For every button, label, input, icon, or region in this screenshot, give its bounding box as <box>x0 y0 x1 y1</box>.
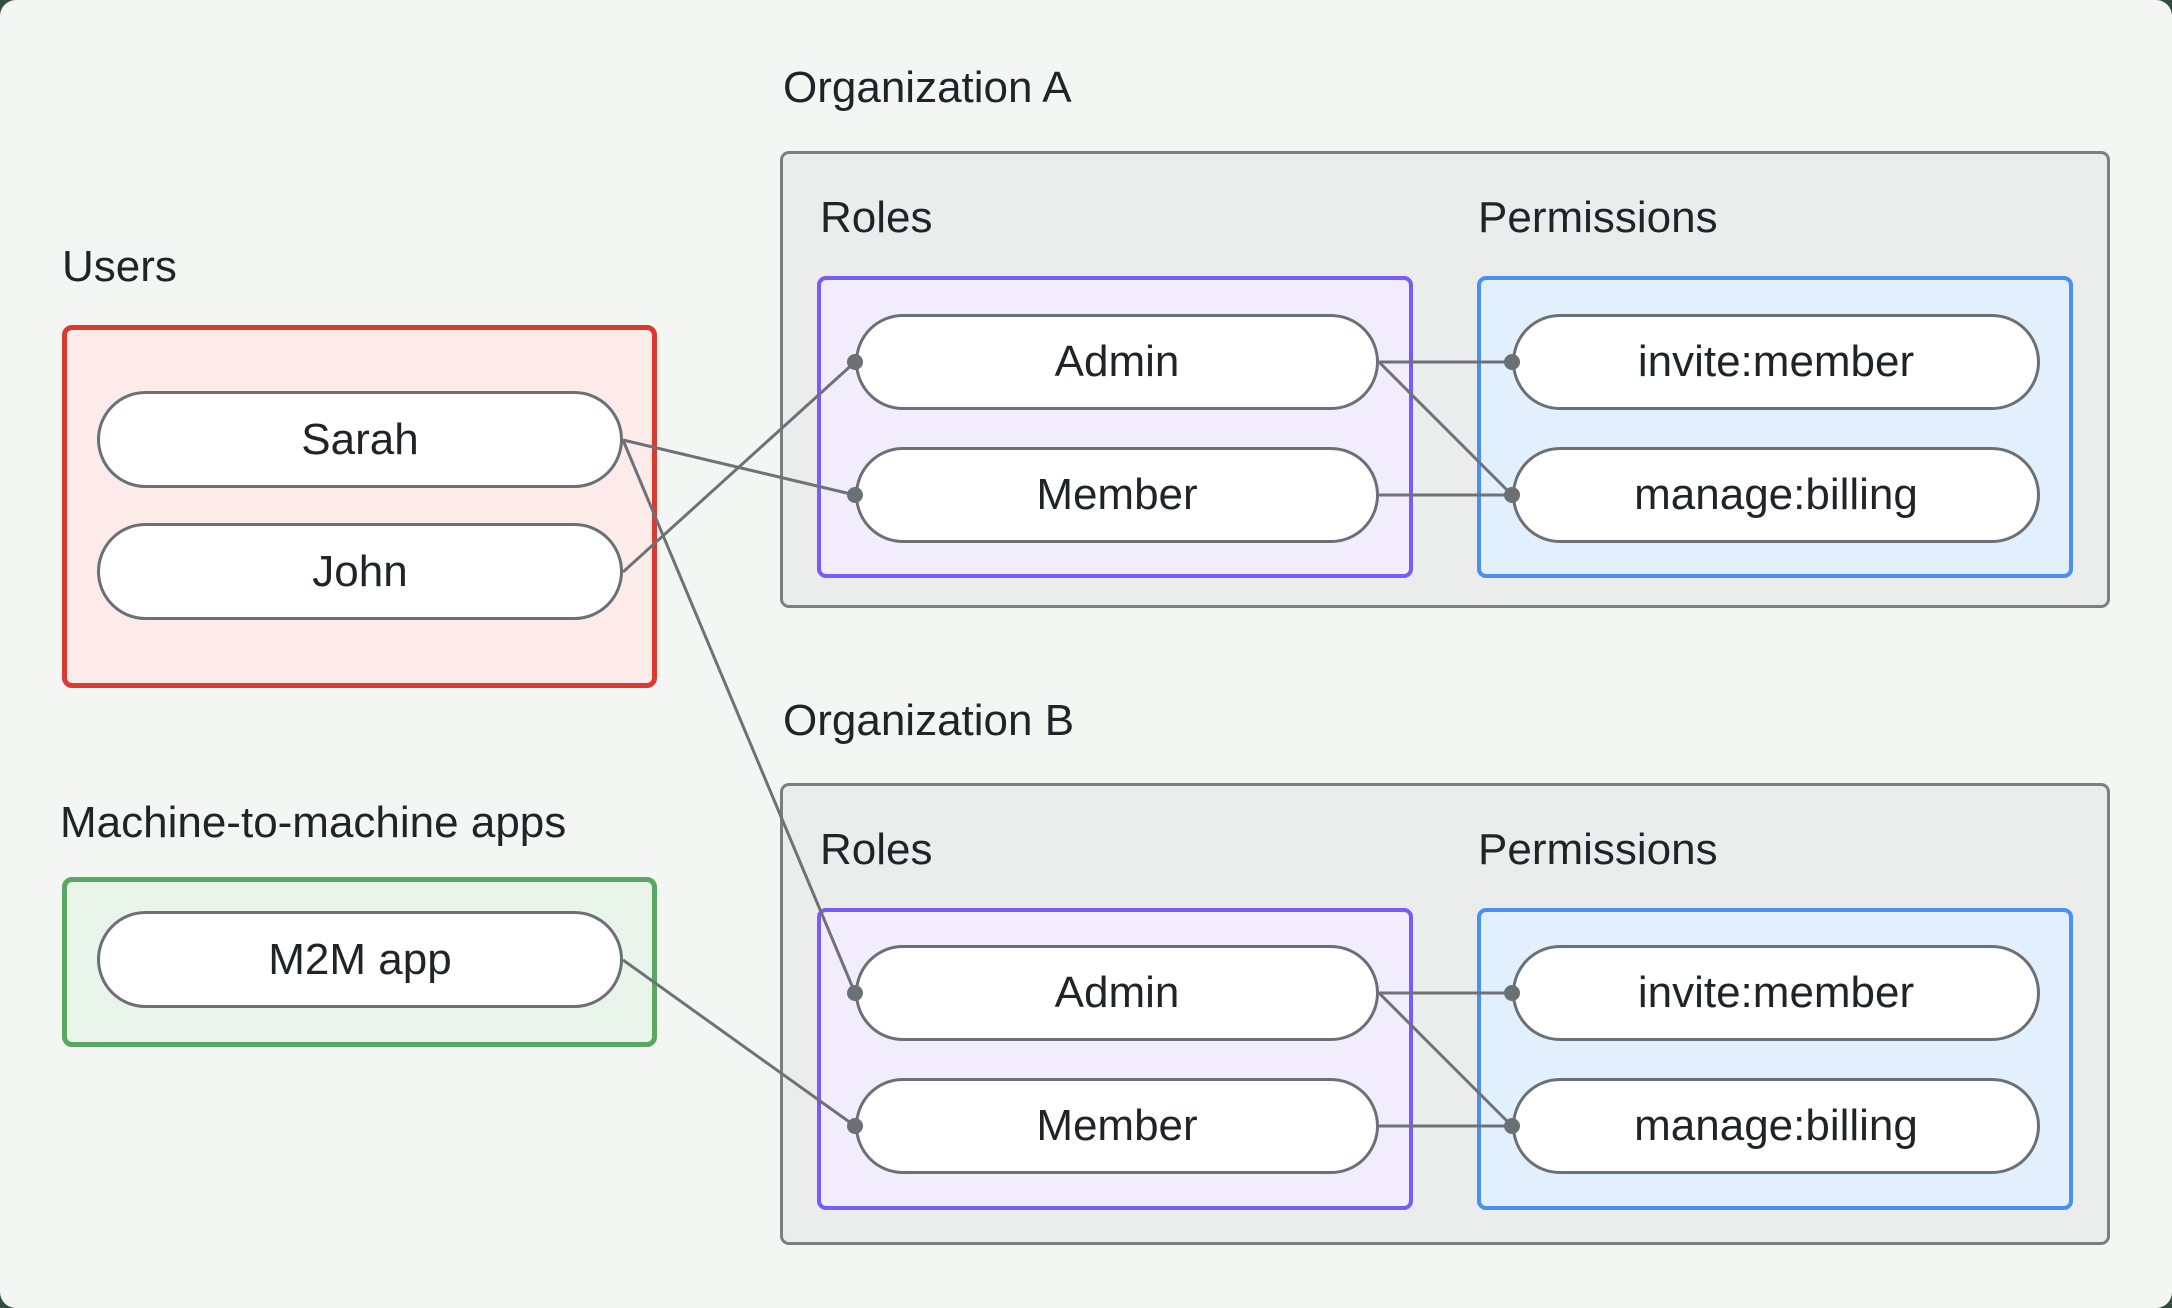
m2m-app-node: M2M app <box>97 911 623 1008</box>
users-label: Users <box>62 242 177 291</box>
user-node-sarah: Sarah <box>97 391 623 488</box>
org-a-permission-invite-member: invite:member <box>1512 314 2040 410</box>
org-b-title: Organization B <box>783 696 1075 745</box>
org-b-roles-label: Roles <box>820 825 933 874</box>
org-a-role-member: Member <box>855 447 1379 543</box>
org-a-role-admin: Admin <box>855 314 1379 410</box>
org-a-permission-manage-billing: manage:billing <box>1512 447 2040 543</box>
org-a-roles-label: Roles <box>820 193 933 242</box>
org-a-role-member-label: Member <box>1036 470 1198 519</box>
org-b-permission-invite-member: invite:member <box>1512 945 2040 1041</box>
org-a-role-admin-label: Admin <box>1054 337 1180 386</box>
users-group-box <box>62 325 657 688</box>
org-a-title: Organization A <box>783 63 1072 112</box>
user-node-sarah-label: Sarah <box>301 414 419 464</box>
user-node-john: John <box>97 523 623 620</box>
org-b-permission-manage-billing: manage:billing <box>1512 1078 2040 1174</box>
org-b-role-admin-label: Admin <box>1054 968 1180 1017</box>
org-a-permissions-label: Permissions <box>1478 193 1718 242</box>
org-b-role-member: Member <box>855 1078 1379 1174</box>
org-a-permission-invite-member-label: invite:member <box>1637 337 1915 386</box>
org-a-permission-manage-billing-label: manage:billing <box>1634 470 1918 519</box>
org-b-role-admin: Admin <box>855 945 1379 1041</box>
org-b-role-member-label: Member <box>1036 1101 1198 1150</box>
user-node-john-label: John <box>312 546 408 596</box>
org-b-permission-invite-member-label: invite:member <box>1637 968 1915 1017</box>
m2m-app-node-label: M2M app <box>268 934 452 984</box>
m2m-apps-label: Machine-to-machine apps <box>60 798 567 847</box>
org-b-permissions-label: Permissions <box>1478 825 1718 874</box>
org-b-permission-manage-billing-label: manage:billing <box>1634 1101 1918 1150</box>
